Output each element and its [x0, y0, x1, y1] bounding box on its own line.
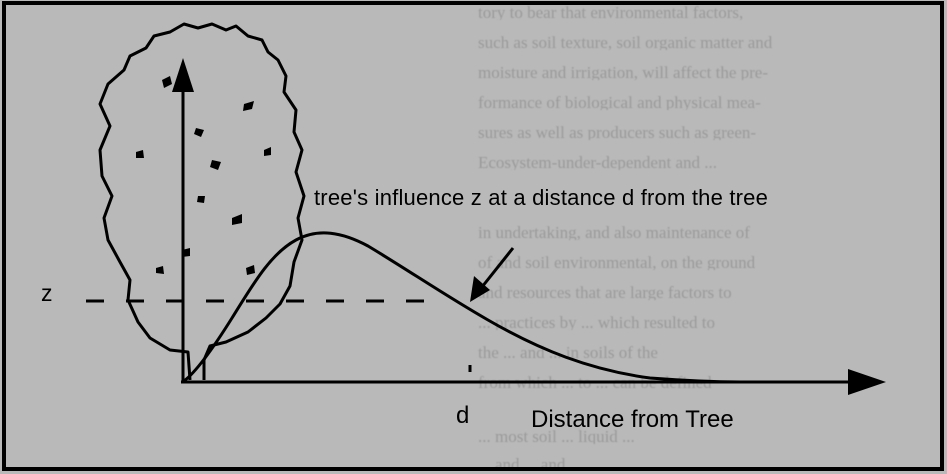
- tree-leaf-spots: [136, 76, 271, 275]
- bleed-text-line: formance of biological and physical mea-: [478, 96, 761, 110]
- bleed-text-line: ... practices by ... which resulted to: [478, 316, 715, 330]
- bleed-text-line: sures as well as producers such as green…: [478, 126, 757, 140]
- influence-label: tree's influence z at a distance d from …: [314, 185, 769, 210]
- bleed-text-line: Ecosystem-under-dependent and ...: [478, 156, 717, 170]
- tree-icon: [98, 22, 306, 381]
- influence-curve: [183, 231, 741, 384]
- bleed-text-line: the ... and ... in soils of the: [478, 346, 658, 360]
- bleed-text-line: such as soil texture, soil organic matte…: [478, 36, 773, 50]
- bleed-text-line: of and soil environmental, on the ground: [478, 256, 756, 270]
- d-label: d: [456, 402, 470, 429]
- pointer-arrowhead: [470, 276, 490, 302]
- bleed-text-line: ... most soil ... liquid ...: [478, 430, 635, 444]
- bleed-text-line: and resources that are large factors to: [478, 286, 732, 300]
- x-axis-arrowhead: [848, 369, 886, 395]
- bleed-text-line: tory to bear that environmental factors,: [478, 6, 744, 20]
- y-axis-arrowhead: [172, 58, 194, 92]
- x-axis-label: Distance from Tree: [531, 406, 734, 433]
- bleed-text-line: moisture and irrigation, will affect the…: [478, 66, 769, 80]
- z-label: z: [41, 280, 53, 306]
- bleed-text-line: in undertaking, and also maintenance of: [478, 226, 750, 240]
